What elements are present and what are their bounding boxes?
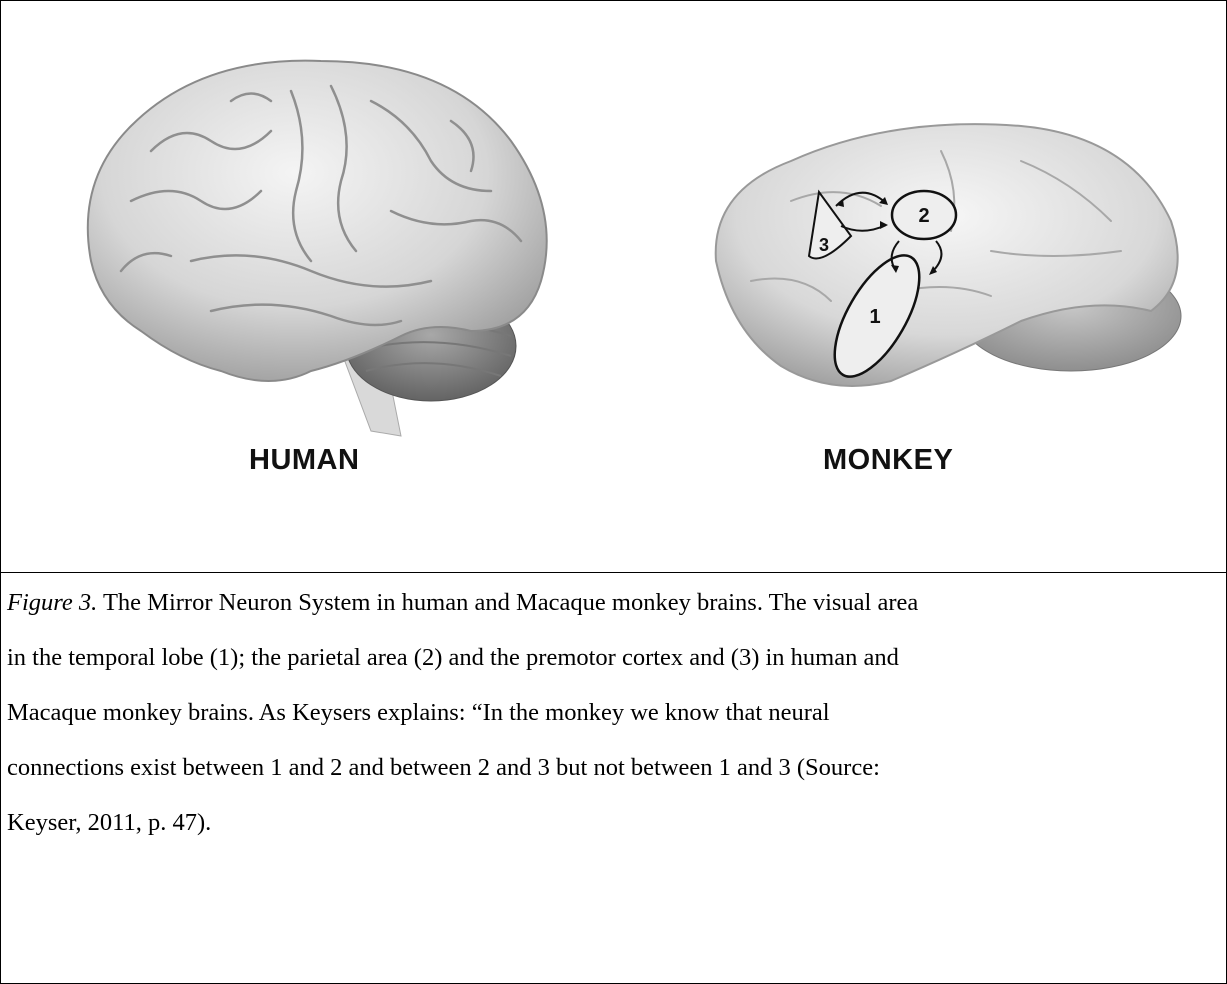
monkey-label: MONKEY xyxy=(823,444,953,477)
human-brain-image xyxy=(71,31,571,451)
caption-line: connections exist between 1 and 2 and be… xyxy=(7,740,1217,795)
figure-number: Figure 3. xyxy=(7,589,97,616)
caption-text: The Mirror Neuron System in human and Ma… xyxy=(97,589,918,616)
monkey-brain-image: 3 2 1 xyxy=(691,111,1201,411)
marker-1-label: 1 xyxy=(869,306,880,328)
caption-line: Keyser, 2011, p. 47). xyxy=(7,795,1217,850)
figure-caption: Figure 3. The Mirror Neuron System in hu… xyxy=(7,575,1217,850)
marker-3-label: 3 xyxy=(819,235,829,255)
caption-line: in the temporal lobe (1); the parietal a… xyxy=(7,630,1217,685)
caption-line: Macaque monkey brains. As Keysers explai… xyxy=(7,685,1217,740)
human-label: HUMAN xyxy=(249,444,359,477)
figure-image-cell: 3 2 1 HUMAN MONKEY xyxy=(1,1,1226,573)
marker-2-label: 2 xyxy=(918,205,929,227)
caption-line: Figure 3. The Mirror Neuron System in hu… xyxy=(7,575,1217,630)
